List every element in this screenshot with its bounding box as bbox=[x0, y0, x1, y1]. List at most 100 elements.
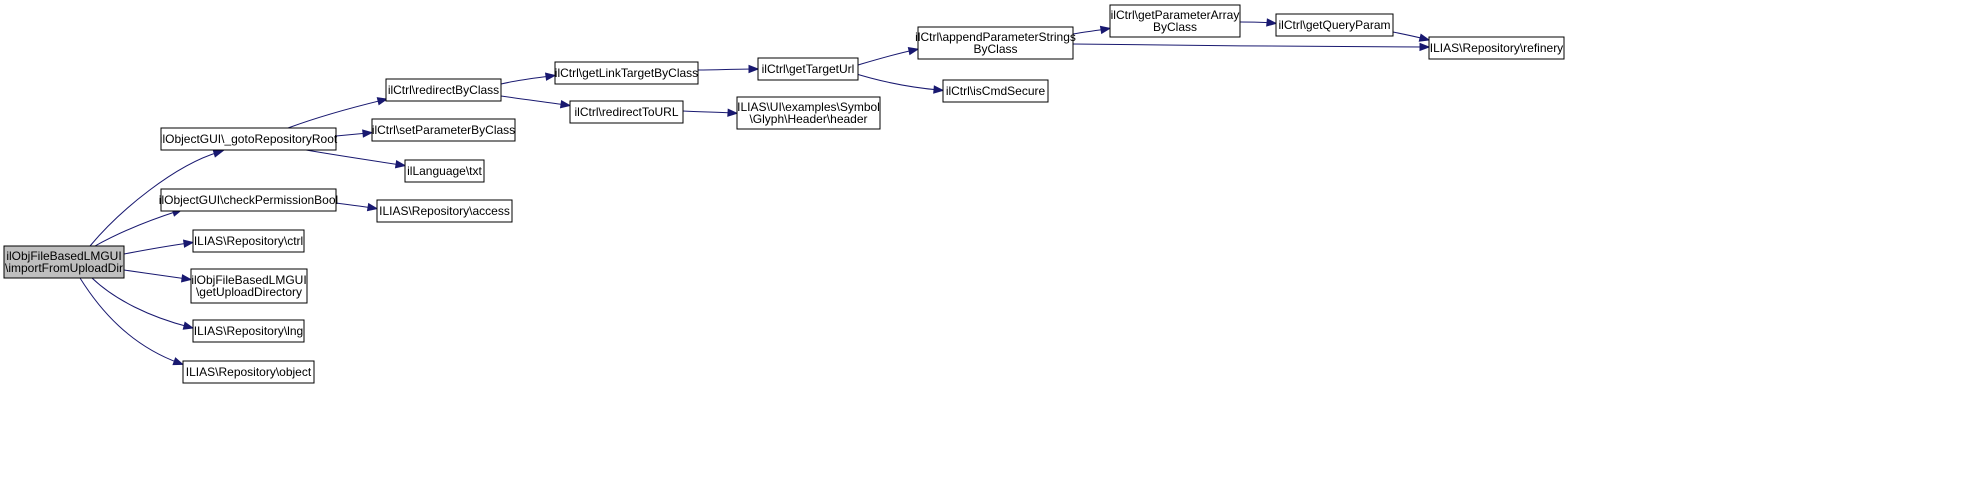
node-box bbox=[554, 61, 699, 85]
node-label: ilObjFileBasedLMGUI bbox=[6, 249, 121, 263]
node-label: ILIAS\Repository\refinery bbox=[1430, 41, 1563, 55]
edge-line bbox=[500, 75, 552, 85]
edge-line bbox=[287, 99, 384, 129]
graph-node[interactable]: ILIAS\Repository\object bbox=[182, 360, 315, 384]
edge-n15-n17 bbox=[1072, 25, 1112, 35]
graph-node[interactable]: ilObjFileBasedLMGUI\getUploadDirectory bbox=[190, 268, 308, 304]
node-label: ilCtrl\getTargetUrl bbox=[762, 62, 855, 76]
edges-layer bbox=[79, 18, 1431, 366]
node-label: ILIAS\Repository\ctrl bbox=[194, 234, 303, 248]
arrowhead-icon bbox=[544, 72, 557, 81]
node-label: ilObjFileBasedLMGUI bbox=[191, 273, 306, 287]
edge-n15-n19 bbox=[1072, 42, 1431, 52]
edge-line bbox=[697, 68, 755, 71]
edge-n7-n11 bbox=[500, 72, 557, 85]
edge-line bbox=[123, 269, 188, 280]
graph-node[interactable]: ilCtrl\redirectByClass bbox=[385, 78, 502, 102]
node-label: ilCtrl\redirectByClass bbox=[388, 83, 499, 97]
edge-n12-n14 bbox=[682, 108, 739, 117]
node-box bbox=[1428, 36, 1565, 60]
graph-node[interactable]: ILIAS\Repository\ctrl bbox=[192, 229, 305, 253]
arrowhead-icon bbox=[212, 149, 225, 158]
edge-n0-n6 bbox=[79, 277, 185, 366]
edge-n0-n3 bbox=[123, 239, 195, 255]
edge-n1-n8 bbox=[335, 129, 374, 138]
arrowhead-icon bbox=[1418, 33, 1431, 42]
edge-line bbox=[849, 71, 940, 91]
node-box bbox=[3, 245, 125, 279]
graph-node[interactable]: ilCtrl\getQueryParam bbox=[1275, 13, 1394, 37]
node-box bbox=[160, 127, 337, 151]
edge-n0-n4 bbox=[123, 269, 193, 283]
node-box bbox=[371, 118, 516, 142]
graph-node[interactable]: ilCtrl\setParameterByClass bbox=[371, 118, 516, 142]
arrowhead-icon bbox=[748, 64, 760, 74]
node-label: ilObjectGUI\checkPermissionBool bbox=[159, 193, 338, 207]
edge-line bbox=[857, 49, 915, 66]
node-label: ilCtrl\getParameterArray bbox=[1111, 8, 1240, 22]
node-box bbox=[1275, 13, 1394, 37]
graph-node[interactable]: ilCtrl\getTargetUrl bbox=[757, 57, 859, 81]
graph-node[interactable]: ILIAS\UI\examples\Symbol\Glyph\Header\he… bbox=[736, 96, 881, 130]
edge-line bbox=[79, 277, 180, 364]
edge-n7-n12 bbox=[500, 95, 572, 109]
arrowhead-icon bbox=[394, 159, 407, 169]
node-box bbox=[192, 229, 305, 253]
node-box bbox=[942, 79, 1049, 103]
node-box bbox=[190, 268, 308, 304]
node-label: \importFromUploadDir bbox=[5, 261, 123, 275]
edge-line bbox=[500, 95, 567, 106]
arrowhead-icon bbox=[907, 46, 920, 56]
arrowhead-icon bbox=[172, 357, 185, 366]
arrowhead-icon bbox=[182, 239, 195, 248]
edge-n13-n16 bbox=[849, 71, 945, 94]
node-box bbox=[736, 96, 881, 130]
node-label: ilCtrl\setParameterByClass bbox=[372, 123, 515, 137]
graph-node[interactable]: ilObjectGUI\_gotoRepositoryRoot bbox=[160, 127, 338, 151]
arrowhead-icon bbox=[362, 129, 374, 138]
edge-n17-n18 bbox=[1239, 18, 1278, 27]
graph-node[interactable]: ilCtrl\redirectToURL bbox=[569, 100, 684, 124]
node-box bbox=[385, 78, 502, 102]
node-label: ILIAS\UI\examples\Symbol bbox=[737, 100, 880, 114]
graph-node[interactable]: ilCtrl\getLinkTargetByClass bbox=[554, 61, 699, 85]
graph-node[interactable]: ilCtrl\isCmdSecure bbox=[942, 79, 1049, 103]
edge-n13-n15 bbox=[857, 46, 920, 66]
edge-n18-n19 bbox=[1392, 31, 1431, 42]
node-label: ILIAS\Repository\access bbox=[379, 204, 510, 218]
node-label: ILIAS\Repository\object bbox=[186, 365, 312, 379]
graph-node[interactable]: ILIAS\Repository\access bbox=[376, 199, 513, 223]
node-label: ilCtrl\appendParameterStrings bbox=[915, 30, 1076, 44]
node-box bbox=[376, 199, 513, 223]
node-label: \getUploadDirectory bbox=[196, 285, 302, 299]
graph-node[interactable]: ILIAS\Repository\refinery bbox=[1428, 36, 1565, 60]
node-label: ByClass bbox=[973, 42, 1017, 56]
edge-n1-n7 bbox=[287, 97, 389, 129]
arrowhead-icon bbox=[933, 85, 945, 94]
node-box bbox=[404, 159, 485, 183]
edge-line bbox=[1072, 43, 1426, 48]
graph-node[interactable]: ilObjectGUI\checkPermissionBool bbox=[159, 188, 338, 212]
node-box bbox=[160, 188, 337, 212]
arrowhead-icon bbox=[366, 202, 379, 212]
node-label: \Glyph\Header\header bbox=[749, 112, 867, 126]
edge-line bbox=[89, 151, 220, 247]
edge-line bbox=[91, 277, 190, 328]
node-box bbox=[192, 319, 305, 343]
edge-line bbox=[335, 202, 374, 209]
arrowhead-icon bbox=[182, 321, 195, 330]
edge-line bbox=[305, 149, 402, 166]
edge-n0-n5 bbox=[91, 277, 195, 330]
edge-line bbox=[123, 242, 190, 255]
node-box bbox=[757, 57, 859, 81]
graph-node[interactable]: ILIAS\Repository\lng bbox=[192, 319, 305, 343]
node-box bbox=[182, 360, 315, 384]
node-label: ilCtrl\redirectToURL bbox=[574, 105, 678, 119]
edge-n0-n2 bbox=[94, 208, 184, 247]
arrowhead-icon bbox=[180, 274, 193, 283]
node-box bbox=[1109, 4, 1241, 38]
graph-node[interactable]: ilLanguage\txt bbox=[404, 159, 485, 183]
